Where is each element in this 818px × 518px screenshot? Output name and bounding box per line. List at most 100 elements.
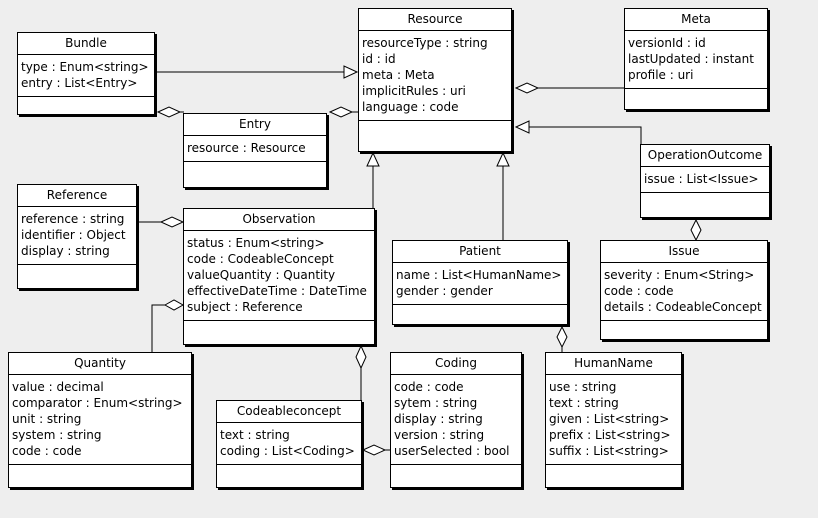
class-attribute: text : string [549,396,619,410]
relation-operationoutcome-issue-aggregation[interactable] [690,218,702,242]
class-attribute: effectiveDateTime : DateTime [187,284,367,298]
class-attribute: userSelected : bool [394,444,510,458]
class-attribute: suffix : List<string> [549,444,669,458]
class-attribute: identifier : Object [21,228,126,242]
class-attribute: resourceType : string [362,36,488,50]
class-title: Issue [601,241,767,263]
aggregation-diamond-icon [361,444,387,456]
class-title: Codeableconcept [217,401,361,423]
class-attribute: details : CodeableConcept [604,300,762,314]
class-issue[interactable]: Issue severity : Enum<String> code : cod… [600,240,768,340]
generalization-arrowhead-icon [514,120,530,134]
relation-observation-resource-generalization[interactable] [366,151,380,208]
class-reference[interactable]: Reference reference : string identifier … [17,184,137,289]
class-entry[interactable]: Entry resource : Resource [183,113,327,188]
operations-compartment [393,305,567,324]
class-attribute: use : string [549,380,617,394]
relation-observation-quantity-aggregation[interactable] [151,299,185,352]
class-title: Meta [625,9,767,31]
aggregation-diamond-icon [355,344,367,370]
aggregation-diamond-icon [556,325,568,349]
class-attribute: meta : Meta [362,68,435,82]
relation-resource-meta-aggregation[interactable] [514,82,624,94]
class-attribute: lastUpdated : instant [628,52,754,66]
aggregation-diamond-icon [514,82,540,94]
class-title: Quantity [9,353,191,375]
class-coding[interactable]: Coding code : code sytem : string displa… [390,352,522,488]
generalization-arrowhead-icon [366,151,380,167]
class-title: OperationOutcome [641,145,769,167]
relation-patient-resource-generalization[interactable] [496,151,510,240]
class-attribute: code : CodeableConcept [187,252,334,266]
class-title: Entry [184,114,326,136]
attributes-compartment: use : string text : string given : List<… [546,375,681,465]
class-attribute: valueQuantity : Quantity [187,268,336,282]
class-attribute: implicitRules : uri [362,84,466,98]
attributes-compartment: type : Enum<string> entry : List<Entry> [18,55,154,97]
class-quantity[interactable]: Quantity value : decimal comparator : En… [8,352,192,488]
class-attribute: prefix : List<string> [549,428,671,442]
class-attribute: id : id [362,52,396,66]
relation-observation-codeableconcept-aggregation[interactable] [355,344,367,401]
operations-compartment [601,321,767,339]
class-attribute: gender : gender [396,284,493,298]
attributes-compartment: resource : Resource [184,136,326,162]
class-title: Patient [393,241,567,263]
class-bundle[interactable]: Bundle type : Enum<string> entry : List<… [17,32,155,115]
class-attribute: type : Enum<string> [21,60,149,74]
class-human-name[interactable]: HumanName use : string text : string giv… [545,352,682,488]
class-operation-outcome[interactable]: OperationOutcome issue : List<Issue> [640,144,770,218]
attributes-compartment: resourceType : string id : id meta : Met… [359,31,511,121]
class-attribute: subject : Reference [187,300,303,314]
class-attribute: code : code [604,284,674,298]
class-attribute: comparator : Enum<string> [12,396,183,410]
aggregation-diamond-icon [159,216,185,228]
relation-codeableconcept-coding-aggregation[interactable] [361,444,391,456]
class-attribute: value : decimal [12,380,104,394]
relation-bundle-entry-aggregation[interactable] [156,106,184,118]
class-attribute: code : code [394,380,464,394]
attributes-compartment: code : code sytem : string display : str… [391,375,521,465]
operations-compartment [641,193,769,217]
attributes-compartment: text : string coding : List<Coding> [217,423,361,465]
operations-compartment [391,465,521,487]
class-title: Observation [184,209,374,231]
class-title: HumanName [546,353,681,375]
attributes-compartment: issue : List<Issue> [641,167,769,193]
operations-compartment [18,265,136,288]
aggregation-diamond-icon [163,299,185,311]
class-attribute: given : List<string> [549,412,670,426]
class-attribute: resource : Resource [187,141,306,155]
class-attribute: sytem : string [394,396,478,410]
operations-compartment [625,89,767,109]
attributes-compartment: severity : Enum<String> code : code deta… [601,263,767,321]
class-codeableconcept[interactable]: Codeableconcept text : string coding : L… [216,400,362,488]
attributes-compartment: name : List<HumanName> gender : gender [393,263,567,305]
relation-operationoutcome-resource-generalization[interactable] [514,120,642,145]
class-resource[interactable]: Resource resourceType : string id : id m… [358,8,512,152]
class-attribute: code : code [12,444,82,458]
relation-observation-reference-aggregation[interactable] [139,216,185,228]
operations-compartment [18,97,154,114]
class-meta[interactable]: Meta versionId : id lastUpdated : instan… [624,8,768,110]
class-attribute: severity : Enum<String> [604,268,755,282]
class-attribute: unit : string [12,412,82,426]
class-attribute: reference : string [21,212,125,226]
relation-entry-resource-aggregation[interactable] [328,106,359,118]
attributes-compartment: reference : string identifier : Object d… [18,207,136,265]
attributes-compartment: status : Enum<string> code : CodeableCon… [184,231,374,321]
operations-compartment [217,465,361,487]
class-attribute: profile : uri [628,68,694,82]
class-observation[interactable]: Observation status : Enum<string> code :… [183,208,375,345]
class-attribute: language : code [362,100,459,114]
aggregation-diamond-icon [156,106,182,118]
class-patient[interactable]: Patient name : List<HumanName> gender : … [392,240,568,325]
operations-compartment [184,162,326,187]
operations-compartment [184,321,374,344]
class-title: Reference [18,185,136,207]
relation-patient-humanname-aggregation[interactable] [556,325,568,353]
class-attribute: display : string [394,412,483,426]
relation-bundle-resource-generalization[interactable] [156,65,359,79]
connector-line [529,126,642,145]
